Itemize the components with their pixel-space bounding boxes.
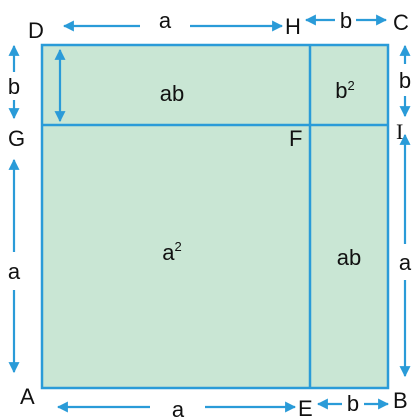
region-bottom-left-label: a2 (162, 239, 181, 265)
dim-right-b: b (399, 68, 411, 93)
vertex-g: G (8, 126, 25, 151)
dim-left-b: b (8, 74, 20, 99)
square-abcd (40, 43, 390, 390)
vertex-f: F (289, 126, 302, 151)
dim-left-a: a (8, 259, 21, 284)
vertex-a: A (20, 384, 35, 409)
dim-bottom-b: b (347, 391, 359, 416)
dim-top-b: b (340, 8, 352, 33)
vertex-i: I (396, 119, 403, 144)
region-bottom-right-label: ab (337, 245, 361, 270)
dim-right-a: a (399, 250, 412, 275)
dim-bottom-a: a (172, 397, 185, 419)
vertex-h: H (285, 14, 301, 39)
vertex-c: C (393, 10, 409, 35)
region-top-right-label: b2 (335, 78, 354, 103)
vertex-b: B (393, 388, 408, 413)
region-top-left-label: ab (160, 81, 184, 106)
vertex-e: E (298, 396, 313, 419)
vertex-d: D (28, 18, 44, 43)
dim-top-a: a (159, 8, 172, 33)
